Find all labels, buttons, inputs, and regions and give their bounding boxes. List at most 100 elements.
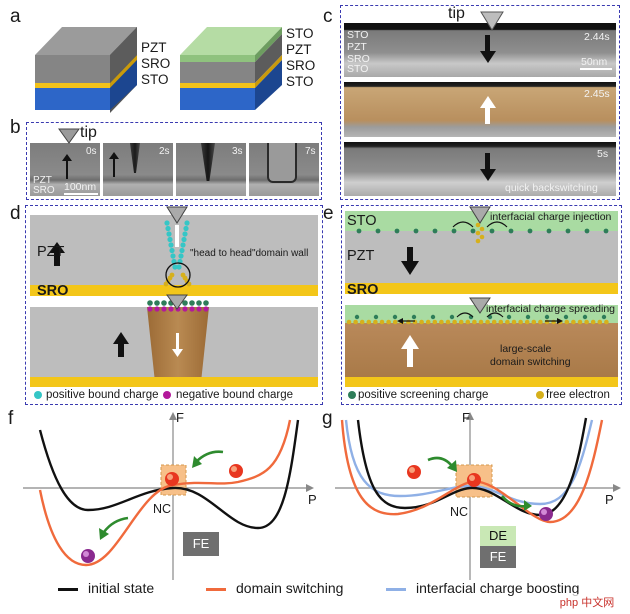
- tem-frame-c1: [344, 23, 616, 77]
- positive-charge: [176, 264, 182, 270]
- arrow-down-icon: [480, 153, 496, 181]
- legend-swatch-initial: [58, 588, 78, 591]
- e-top-pzt: [345, 231, 618, 283]
- screening-charge: [582, 314, 588, 320]
- free-electron: [419, 319, 424, 325]
- e-bottom-sro: [345, 377, 618, 387]
- free-electron: [590, 319, 596, 325]
- positive-charge: [184, 220, 190, 226]
- panel-a-blocks: [35, 27, 282, 113]
- screening-charge: [563, 314, 569, 320]
- panel-a-right-pzt: PZT: [286, 42, 312, 57]
- panel-g-x-axis: P: [605, 492, 614, 507]
- panel-label-f: f: [8, 408, 14, 429]
- negative-charge: [182, 306, 188, 312]
- screening-charge: [432, 228, 438, 234]
- panel-g-de-box: DE: [480, 526, 516, 546]
- free-electron: [518, 319, 523, 325]
- negative-charge: [154, 306, 160, 312]
- free-electron: [551, 319, 556, 325]
- screening-charge: [546, 228, 552, 234]
- free-electron: [406, 319, 411, 325]
- panel-a-right-sto: STO: [286, 74, 314, 89]
- panel-c-time-1: 2.44s: [584, 31, 610, 43]
- negative-charge: [189, 306, 195, 312]
- panel-label-c: c: [323, 6, 333, 27]
- screening-charge: [189, 300, 195, 306]
- negative-charge: [168, 306, 174, 312]
- screening-charge: [375, 228, 381, 234]
- free-electron: [475, 222, 481, 228]
- screening-charge: [394, 228, 400, 234]
- panel-b-tip: tip: [80, 124, 97, 141]
- watermark: php 中文网: [548, 594, 626, 612]
- panel-e-frame: [341, 205, 622, 405]
- screening-charge: [154, 300, 160, 306]
- panel-d-legend-positive: positive bound charge: [46, 389, 159, 401]
- panel-c-scale: 50nm: [581, 56, 608, 68]
- scale-bar: [580, 68, 612, 70]
- free-electron: [531, 319, 537, 325]
- positive-charge: [166, 231, 172, 237]
- panel-a-left-sto: STO: [141, 72, 169, 87]
- free-electron: [544, 319, 550, 325]
- free-electron: [373, 319, 378, 325]
- panel-e-legend-electron: free electron: [546, 389, 610, 401]
- panel-a-left-sro: SRO: [141, 56, 171, 71]
- tem-frame-c2: [344, 82, 616, 137]
- panel-f-fe-box: FE: [183, 532, 219, 556]
- screening-charge: [161, 300, 167, 306]
- free-electron: [465, 319, 471, 325]
- free-electron: [597, 319, 603, 325]
- panel-label-e: e: [323, 203, 334, 224]
- polarization-arrow-up: [66, 157, 68, 179]
- tip-icon: [58, 128, 80, 144]
- positive-charge: [170, 253, 176, 259]
- screening-charge: [411, 314, 417, 320]
- tem-frame-3s: [176, 143, 246, 196]
- panel-e-graphics: [346, 206, 609, 399]
- free-electron: [478, 319, 484, 325]
- free-electron: [485, 319, 490, 325]
- screening-charge: [147, 300, 153, 306]
- panel-g-y-axis: F: [462, 410, 470, 425]
- positive-charge: [179, 247, 185, 254]
- positive-charge: [178, 253, 184, 259]
- panel-c-time-3: 5s: [597, 148, 609, 160]
- screening-charge: [392, 314, 398, 320]
- time-2s: 2s: [159, 146, 170, 157]
- tem-frame-2s: [103, 143, 173, 196]
- free-electron: [359, 319, 365, 325]
- screening-charge: [449, 314, 455, 320]
- screening-charge: [525, 314, 531, 320]
- screening-charge: [527, 228, 533, 234]
- arrow-down-icon: [480, 35, 496, 63]
- domain-needle: [130, 143, 140, 173]
- free-electron: [604, 319, 609, 325]
- d-bottom-sro: [30, 377, 318, 387]
- time-0s: 0s: [86, 146, 97, 157]
- d-top-sro: [30, 285, 318, 296]
- negative-charge: [161, 306, 167, 312]
- negative-charge: [196, 306, 202, 312]
- time-7s: 7s: [305, 146, 316, 157]
- screening-charge: [451, 228, 457, 234]
- panel-e-sto: STO: [347, 213, 377, 229]
- panel-e-legend-screening: positive screening charge: [358, 389, 489, 401]
- panel-e-injection: interfacial charge injection: [490, 211, 612, 223]
- screening-charge: [356, 228, 362, 234]
- screening-charge: [489, 228, 495, 234]
- panel-f-nc: NC: [153, 502, 172, 516]
- screening-charge: [430, 314, 436, 320]
- panel-c-sto: STO: [347, 63, 369, 75]
- screening-charge: [565, 228, 571, 234]
- legend-swatch-boosting: [386, 588, 406, 591]
- panel-b-frame: [26, 122, 322, 200]
- legend-swatch-switching: [206, 588, 226, 591]
- free-electron: [538, 319, 543, 325]
- panel-e-spreading: interfacial charge spreading: [486, 303, 615, 315]
- free-electron: [412, 319, 418, 325]
- panel-label-g: g: [322, 408, 333, 429]
- free-electron: [475, 230, 481, 236]
- tip-icon: [480, 11, 504, 31]
